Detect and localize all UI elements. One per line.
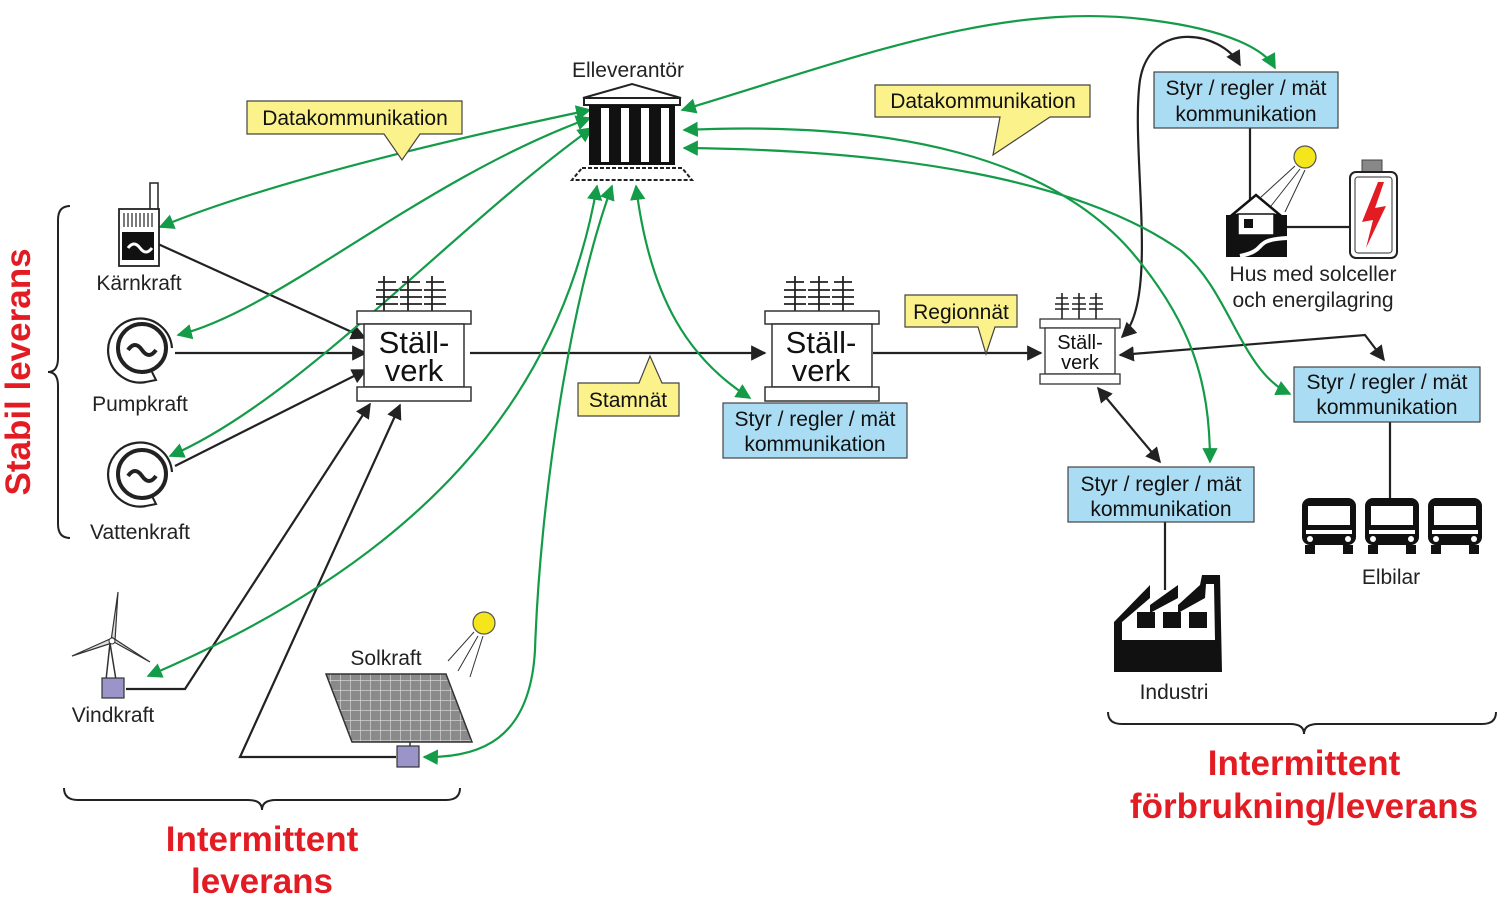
line-substation-to-industry [1097, 386, 1161, 464]
intermittent-supply-title-line1: Intermittent [166, 820, 359, 859]
house-icon [1226, 193, 1288, 258]
bank-building-icon [569, 82, 695, 181]
control-box-industry-line2: kommunikation [1090, 498, 1231, 521]
industry-label: Industri [1140, 681, 1209, 704]
data-link-wind [146, 184, 603, 678]
bracket-stable [47, 205, 71, 539]
callout-regional-text: Regionnät [913, 301, 1009, 324]
solar-label: Solkraft [350, 647, 421, 670]
data-link-hydro [168, 127, 594, 458]
bus-icon [1428, 498, 1482, 554]
control-box-industry-line1: Styr / regler / mät [1080, 473, 1241, 496]
solar-panel-icon [324, 673, 474, 768]
wind-label: Vindkraft [72, 704, 155, 727]
wind-turbine-icon [71, 591, 151, 699]
line-hydro-to-substation [174, 369, 368, 467]
pumped-label: Pumpkraft [92, 393, 188, 416]
house-label-line2: och energilagring [1232, 289, 1393, 312]
callout-regional: Regionnät [904, 294, 1018, 356]
house-label-line1: Hus med solceller [1230, 263, 1397, 286]
intermittent-mixed-title-line2: förbrukning/leverans [1130, 787, 1478, 826]
substation-small: Ställ- verk [1039, 293, 1121, 385]
control-box-house-line1: Styr / regler / mät [1165, 77, 1326, 100]
line-nuclear-to-substation [157, 242, 367, 340]
insulator-icon [376, 276, 446, 312]
control-box-house: Styr / regler / mät kommunikation [1153, 71, 1339, 129]
hydro-label: Vattenkraft [90, 521, 190, 544]
sun-icon [1259, 145, 1317, 213]
insulator-icon [784, 276, 854, 312]
data-links [146, 14, 1292, 765]
control-box-ev-line1: Styr / regler / mät [1306, 371, 1467, 394]
nuclear-plant-icon [118, 182, 160, 267]
substation-small-label-line1: Ställ- [1057, 332, 1103, 354]
intermittent-mixed-title-line1: Intermittent [1208, 744, 1401, 783]
control-box-mid-line1: Styr / regler / mät [734, 408, 895, 431]
bracket-intermittent-supply [63, 787, 461, 811]
substation-mid-label-line2: verk [792, 353, 851, 388]
control-box-ev: Styr / regler / mät kommunikation [1293, 366, 1481, 423]
control-box-house-line2: kommunikation [1175, 103, 1316, 126]
generator-icon [107, 317, 174, 384]
substation-mid-label-line1: Ställ- [786, 325, 857, 360]
bus-icon [1302, 498, 1356, 554]
supplier-label: Elleverantör [572, 59, 684, 82]
callout-data-left-text: Datakommunikation [262, 107, 448, 130]
callout-transmission-text: Stamnät [589, 389, 667, 412]
control-box-mid: Styr / regler / mät kommunikation [722, 402, 908, 459]
substation-main: Ställ- verk [356, 276, 472, 402]
control-box-ev-line2: kommunikation [1316, 396, 1457, 419]
substation-main-label-line2: verk [385, 353, 444, 388]
battery-icon [1349, 159, 1398, 259]
stable-supply-title: Stabil leverans [0, 248, 38, 495]
callout-data-right: Datakommunikation [874, 84, 1091, 157]
substation-mid: Ställ- verk [764, 276, 880, 402]
callout-data-left: Datakommunikation [246, 100, 463, 162]
substation-main-label-line1: Ställ- [379, 325, 450, 360]
data-link-house [680, 14, 1276, 114]
generator-icon [107, 441, 174, 508]
callout-data-right-text: Datakommunikation [890, 90, 1076, 113]
bus-icon [1365, 498, 1419, 554]
line-wind-to-substation [126, 402, 371, 691]
substation-small-label-line2: verk [1061, 352, 1100, 374]
control-box-mid-line2: kommunikation [744, 433, 885, 456]
insulator-icon [1055, 293, 1103, 319]
sun-icon [447, 611, 496, 678]
intermittent-supply-title-line2: leverans [191, 862, 333, 898]
callout-transmission: Stamnät [577, 354, 680, 417]
ev-label: Elbilar [1362, 566, 1420, 589]
bracket-intermittent-mixed [1107, 711, 1497, 735]
data-link-ev [682, 140, 1292, 395]
nuclear-label: Kärnkraft [96, 272, 181, 295]
factory-icon [1114, 575, 1222, 672]
control-box-industry: Styr / regler / mät kommunikation [1067, 466, 1255, 523]
data-link-solar [422, 184, 615, 765]
